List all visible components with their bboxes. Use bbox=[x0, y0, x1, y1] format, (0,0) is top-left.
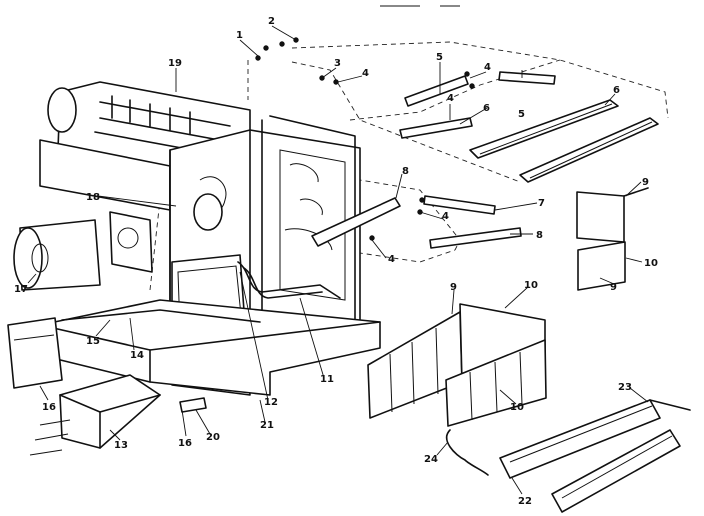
callout-10: 10 bbox=[524, 280, 538, 291]
callout-6: 6 bbox=[483, 103, 490, 114]
part-16-access-panel bbox=[7, 317, 63, 389]
part-18-blower-plate bbox=[109, 211, 153, 273]
part-24-gas-line bbox=[445, 429, 489, 476]
callout-5: 5 bbox=[518, 109, 525, 120]
callout-20: 20 bbox=[206, 432, 220, 443]
callout-10: 10 bbox=[644, 258, 658, 269]
callout-1: 1 bbox=[236, 30, 243, 41]
part-12-gas-manifold-pipe bbox=[237, 261, 341, 299]
callout-22: 22 bbox=[518, 496, 532, 507]
refractory-liners bbox=[367, 187, 649, 427]
callout-3: 3 bbox=[334, 58, 341, 69]
callout-6: 6 bbox=[613, 85, 620, 96]
callout-17: 17 bbox=[14, 284, 28, 295]
callout-9: 9 bbox=[450, 282, 457, 293]
part-20-bracket bbox=[179, 397, 207, 413]
callout-8: 8 bbox=[402, 166, 409, 177]
callout-5: 5 bbox=[436, 52, 443, 63]
callout-9: 9 bbox=[610, 282, 617, 293]
callout-2: 2 bbox=[268, 16, 275, 27]
base-pan bbox=[39, 299, 381, 396]
callout-8: 8 bbox=[536, 230, 543, 241]
callout-13: 13 bbox=[114, 440, 128, 451]
callout-4: 4 bbox=[447, 93, 454, 104]
callout-9: 9 bbox=[642, 177, 649, 188]
callout-7: 7 bbox=[538, 198, 545, 209]
leader-lines bbox=[27, 25, 649, 495]
callout-labels: 1 2 3 4 5 4 4 5 6 6 8 7 4 8 4 9 10 9 9 1… bbox=[14, 16, 658, 507]
rails-and-brackets bbox=[311, 71, 659, 249]
callout-16: 16 bbox=[178, 438, 192, 449]
callout-4: 4 bbox=[362, 68, 369, 79]
callout-18: 18 bbox=[86, 192, 100, 203]
callout-21: 21 bbox=[260, 420, 274, 431]
callout-10: 10 bbox=[510, 402, 524, 413]
part-22-burners bbox=[499, 399, 691, 513]
exploded-guide-lines bbox=[149, 41, 669, 291]
callout-4: 4 bbox=[442, 211, 449, 222]
callout-11: 11 bbox=[320, 374, 334, 385]
callout-14: 14 bbox=[130, 350, 144, 361]
callout-19: 19 bbox=[168, 58, 182, 69]
callout-16: 16 bbox=[42, 402, 56, 413]
callout-4: 4 bbox=[484, 62, 491, 73]
callout-4: 4 bbox=[388, 254, 395, 265]
callout-24: 24 bbox=[424, 454, 438, 465]
callout-15: 15 bbox=[86, 336, 100, 347]
callout-12: 12 bbox=[264, 397, 278, 408]
part-13-control-box bbox=[29, 374, 161, 456]
callout-23: 23 bbox=[618, 382, 632, 393]
part-17-blower bbox=[13, 219, 101, 291]
